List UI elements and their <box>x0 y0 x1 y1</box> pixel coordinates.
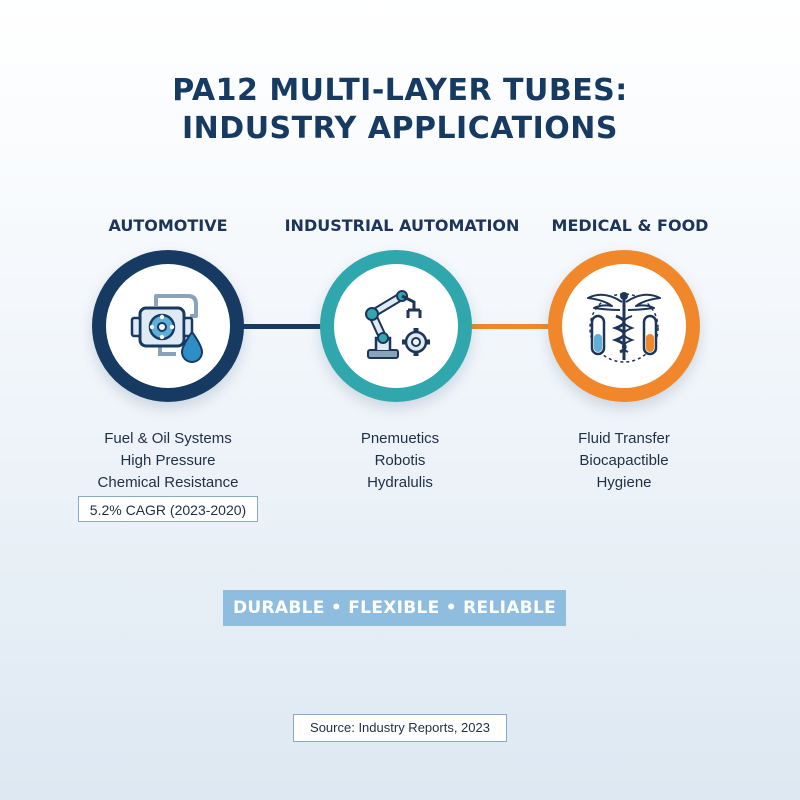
caduceus-test-tubes-icon <box>587 292 661 363</box>
feature-item: Fluid Transfer <box>578 430 670 447</box>
feature-item: Hygiene <box>596 474 652 491</box>
automotive-circle <box>92 250 244 402</box>
feature-item: High Pressure <box>120 452 216 469</box>
industrial-automation-features: Pnemuetics Robotis Hydralulis <box>270 428 530 494</box>
industrial-automation-circle <box>320 250 472 402</box>
feature-item: Hydralulis <box>367 474 433 491</box>
column-label-industrial-automation: INDUSTRIAL AUTOMATION <box>284 216 520 235</box>
engine-fuel-drop-icon <box>130 294 204 363</box>
connector-navy <box>236 324 326 329</box>
title-line-1: PA12 MULTI-LAYER TUBES: <box>172 73 628 108</box>
feature-item: Fuel & Oil Systems <box>104 430 232 447</box>
cagr-badge: 5.2% CAGR (2023-2020) <box>78 496 258 522</box>
title-line-2: INDUSTRY APPLICATIONS <box>182 111 618 146</box>
feature-item: Biocapactible <box>579 452 669 469</box>
feature-item: Robotis <box>374 452 426 469</box>
connector-orange <box>472 324 556 329</box>
tagline-banner: DURABLE • FLEXIBLE • RELIABLE <box>223 590 566 626</box>
medical-food-circle <box>548 250 700 402</box>
source-note: Source: Industry Reports, 2023 <box>293 714 507 742</box>
feature-item: Chemical Resistance <box>97 474 239 491</box>
automotive-features: Fuel & Oil Systems High Pressure Chemica… <box>38 428 298 494</box>
medical-food-features: Fluid Transfer Biocapactible Hygiene <box>494 428 754 494</box>
column-label-automotive: AUTOMOTIVE <box>108 216 228 235</box>
robot-arm-gear-icon <box>365 290 430 359</box>
page-title: PA12 MULTI-LAYER TUBES: INDUSTRY APPLICA… <box>0 72 800 148</box>
column-label-medical-food: MEDICAL & FOOD <box>551 216 709 235</box>
feature-item: Pnemuetics <box>360 430 440 447</box>
